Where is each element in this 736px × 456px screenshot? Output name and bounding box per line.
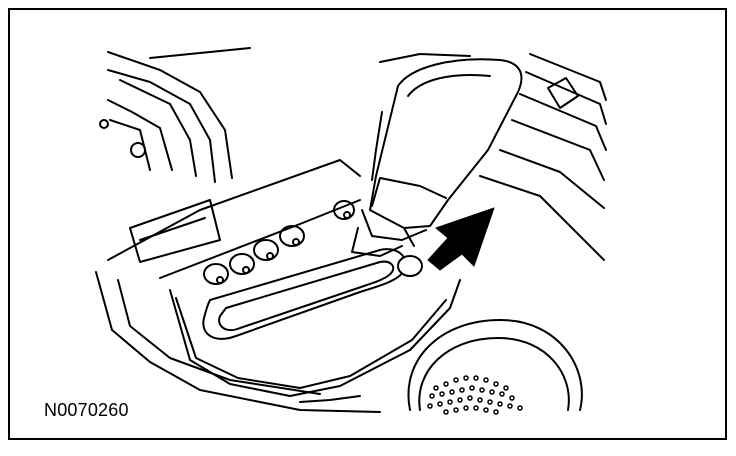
mode-buttons <box>203 200 355 285</box>
console-trim <box>379 53 607 261</box>
shift-lock-release-button <box>397 255 423 277</box>
speaker-grille <box>427 375 523 415</box>
gear-selector-lever <box>351 58 523 257</box>
arrow-indicator <box>427 207 495 271</box>
dash-panel <box>99 47 251 263</box>
figure-id-label: N0070260 <box>44 400 129 420</box>
center-console <box>95 159 461 413</box>
shift-gate-slot <box>202 248 407 340</box>
cup-holder <box>407 319 583 411</box>
